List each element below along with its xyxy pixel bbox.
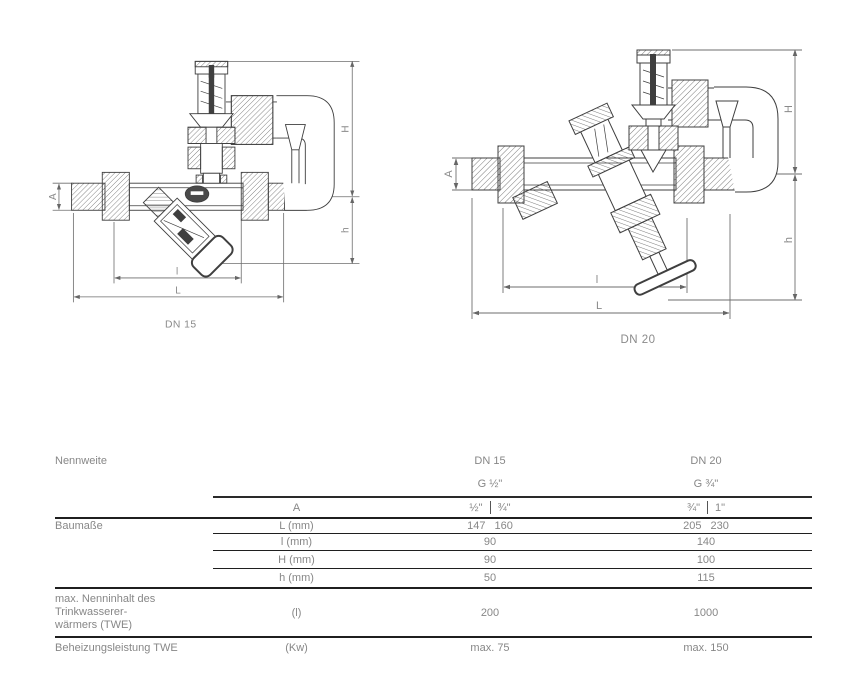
spec-table: Nennweite DN 15 DN 20 G ½" G ¾" A ½" ¾" ¾…	[55, 450, 812, 658]
row-label-nennweite: Nennweite	[55, 454, 107, 467]
value-divider	[489, 501, 491, 514]
valve-drawing-dn15: A H h l L DN 15	[48, 60, 360, 331]
dim-label-l: l	[176, 266, 178, 277]
value-L-dn15-1: 147	[467, 520, 486, 532]
value-twe-dn20: 1000	[693, 606, 719, 619]
table-row-L: Baumaße L (mm) 147 160 205 230	[55, 519, 812, 534]
table-row-h: h (mm) 50 115	[55, 569, 812, 589]
value-H-dn20: 100	[696, 553, 716, 566]
value-twe-dn15: 200	[480, 606, 500, 619]
value-L-dn20-1: 205	[683, 520, 702, 532]
drawing-caption-dn20: DN 20	[620, 334, 655, 346]
table-row-H: H (mm) 90 100	[55, 551, 812, 569]
twe-label-line2: Trinkwasserer-	[55, 606, 128, 618]
table-row-heating: Beheizungsleistung TWE (Kw) max. 75 max.…	[55, 638, 812, 658]
heating-unit: (Kw)	[285, 642, 308, 654]
table-row-a: A ½" ¾" ¾" 1"	[55, 498, 812, 519]
dimension-lines-dn20	[452, 49, 802, 319]
value-H-dn15: 90	[483, 553, 497, 566]
dim-name-l: l (mm)	[280, 536, 313, 548]
dim-label-l: l	[596, 274, 598, 286]
table-row-l: l (mm) 90 140	[55, 534, 812, 551]
table-row-twe: max. Nenninhalt des Trinkwasserer- wärme…	[55, 589, 812, 638]
dim-label-h: h	[341, 227, 352, 233]
safety-valve-dn15	[187, 60, 286, 184]
twe-label-line1: max. Nenninhalt des	[55, 593, 156, 605]
outlet-elbow-dn20	[714, 86, 779, 193]
dim-name-H: H (mm)	[278, 553, 315, 566]
inclined-valve-dn20	[568, 102, 697, 296]
dimension-labels-dn20: A H h l L DN 20	[443, 105, 795, 346]
col-header-dn20: DN 20	[690, 455, 722, 467]
dim-label-H: H	[341, 125, 352, 132]
value-h-dn20: 115	[697, 572, 715, 584]
table-row-nennweite: Nennweite DN 15 DN 20	[55, 450, 812, 472]
dim-label-A: A	[443, 170, 455, 178]
dim-label-H: H	[783, 105, 795, 113]
value-divider	[707, 501, 709, 514]
dim-name-L: L (mm)	[279, 520, 314, 532]
value-heating-dn15: max. 75	[470, 642, 510, 654]
twe-unit: (l)	[291, 606, 302, 619]
value-L-dn20-2: 230	[710, 520, 729, 532]
value-a-dn15-2: ¾"	[497, 501, 511, 514]
dim-name-h: h (mm)	[279, 572, 314, 584]
inlet-flange-dn20	[512, 180, 559, 220]
value-h-dn15: 50	[483, 572, 497, 584]
thread-dn15: G ½"	[477, 478, 503, 490]
check-valve-disc	[184, 185, 210, 203]
value-L-dn15-2: 160	[494, 520, 513, 532]
value-a-dn15-1: ½"	[469, 501, 483, 514]
dim-label-L: L	[175, 285, 181, 296]
dim-label-h: h	[783, 237, 795, 243]
col-header-dn15: DN 15	[474, 455, 506, 467]
drawing-caption-dn15: DN 15	[165, 320, 197, 331]
thread-dn20: G ¾"	[693, 478, 719, 490]
valve-drawing-dn20: A H h l L DN 20	[443, 49, 802, 346]
heating-label: Beheizungsleistung TWE	[55, 641, 178, 654]
dim-label-A: A	[48, 193, 59, 200]
outlet-elbow-dn15	[276, 95, 335, 211]
value-heating-dn20: max. 150	[683, 642, 729, 654]
safety-valve-dn20	[628, 49, 714, 174]
dimension-lines-dn15	[52, 60, 360, 303]
value-a-dn20-2: 1"	[715, 501, 726, 514]
dim-label-L: L	[596, 300, 602, 312]
handwheel	[633, 259, 697, 296]
value-l-dn20: 140	[696, 536, 716, 548]
dimension-labels-dn15: A H h l L DN 15	[48, 125, 351, 330]
twe-label-line3: wärmers (TWE)	[55, 619, 132, 631]
dim-name-a: A	[292, 501, 301, 514]
row-label-baumasse: Baumaße	[55, 520, 103, 532]
value-l-dn15: 90	[483, 536, 497, 548]
value-a-dn20-1: ¾"	[686, 501, 701, 514]
strainer-dn15	[142, 186, 234, 278]
table-row-thread: G ½" G ¾"	[55, 472, 812, 498]
